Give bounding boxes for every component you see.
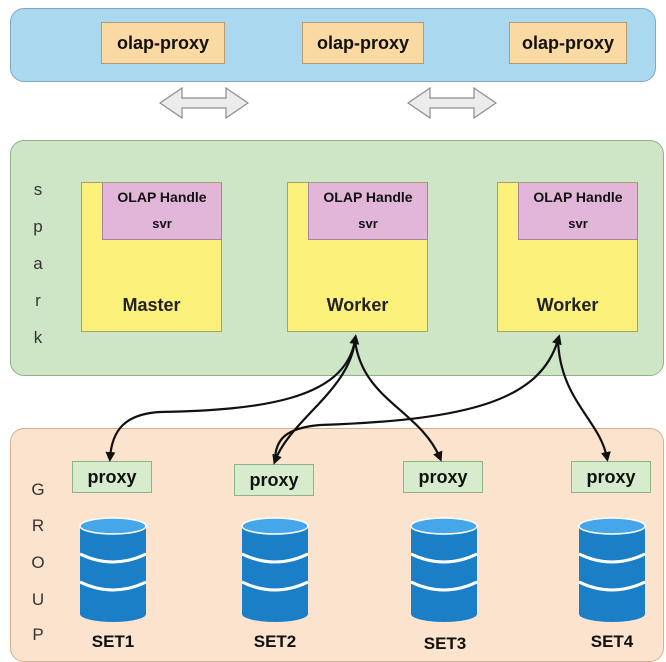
svr-label: svr <box>152 216 172 231</box>
node-label-master: Master <box>122 295 181 315</box>
spark-letter-p: p <box>33 217 43 236</box>
set-label-3: SET3 <box>423 634 467 653</box>
node-label-worker-1: Worker <box>326 295 389 315</box>
spark-letter-a: a <box>33 254 43 273</box>
olap-proxy-1: olap-proxy <box>101 22 225 64</box>
olap-handle-title: OLAP Handle <box>533 189 623 205</box>
spark-letter-k: k <box>33 328 43 347</box>
database-icon <box>410 517 478 622</box>
proxy-box-3: proxy <box>403 461 483 493</box>
proxy-box-4: proxy <box>571 461 651 493</box>
spark-letter-s: s <box>33 180 43 199</box>
svr-label: svr <box>358 216 378 231</box>
svr-label: svr <box>568 216 588 231</box>
double-arrow-right <box>406 86 498 120</box>
group-letter-r: R <box>31 516 45 535</box>
olap-handle-svr-master: OLAP Handle svr <box>102 183 222 240</box>
group-letter-p: P <box>32 625 44 644</box>
group-letter-o: O <box>31 553 45 572</box>
olap-proxy-3: olap-proxy <box>509 22 627 64</box>
node-label-worker-2: Worker <box>536 295 599 315</box>
master-node: OLAP Handle svr Master <box>81 182 222 332</box>
olap-handle-svr-worker-1: OLAP Handle svr <box>308 183 428 240</box>
connection-worker1-proxy2 <box>272 339 357 465</box>
set-label-1: SET1 <box>91 632 135 651</box>
double-arrow-left <box>158 86 250 120</box>
worker-node-1: OLAP Handle svr Worker <box>287 182 428 332</box>
set-label-2: SET2 <box>253 632 297 651</box>
olap-handle-title: OLAP Handle <box>323 189 413 205</box>
olap-handle-title: OLAP Handle <box>117 189 207 205</box>
connection-worker1-proxy1 <box>105 334 360 462</box>
group-letter-g: G <box>31 480 45 499</box>
database-icon <box>578 517 646 622</box>
group-letter-u: U <box>31 590 45 609</box>
connection-worker2-proxy2 <box>273 334 562 462</box>
spark-letter-r: r <box>35 291 41 310</box>
olap-proxy-2: olap-proxy <box>302 22 424 64</box>
connection-worker1-proxy3 <box>353 339 443 462</box>
database-icon <box>241 517 309 622</box>
olap-handle-svr-worker-2: OLAP Handle svr <box>518 183 638 240</box>
worker-node-2: OLAP Handle svr Worker <box>497 182 638 332</box>
set-label-4: SET4 <box>590 632 634 651</box>
proxy-box-2: proxy <box>234 464 314 496</box>
database-icon <box>79 517 147 622</box>
connection-worker2-proxy4 <box>556 339 611 462</box>
